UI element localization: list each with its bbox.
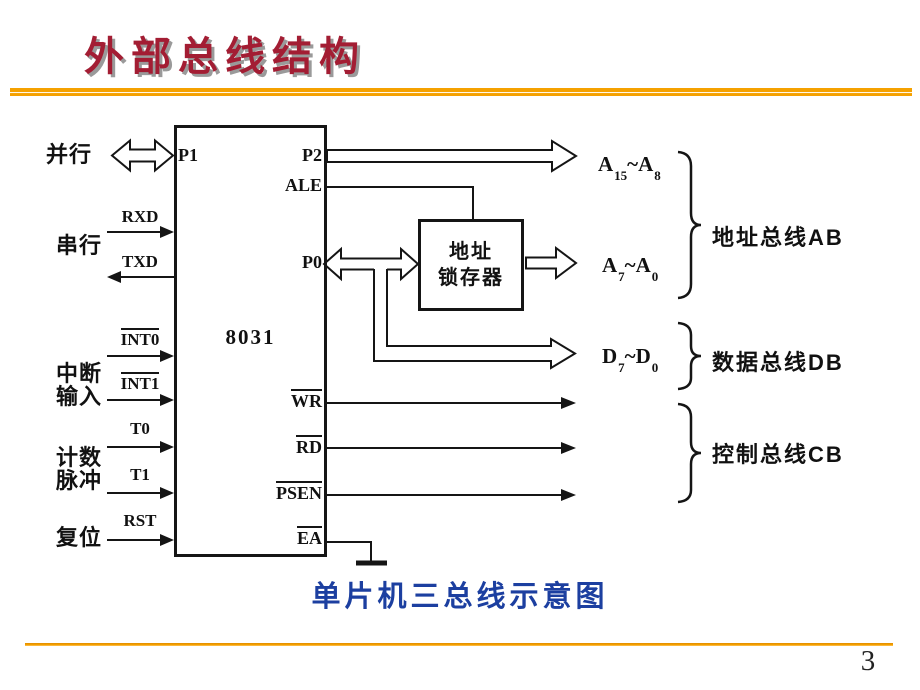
- p2-address-high-arrow: [326, 139, 578, 173]
- page-number: 3: [860, 645, 876, 677]
- figure-caption: 单片机三总线示意图: [311, 581, 609, 613]
- group-interrupt: 中断 输入: [56, 361, 103, 409]
- int0-arrowhead: [160, 350, 174, 362]
- data-bus-label: 数据总线DB: [712, 350, 844, 375]
- signal-int1: INT1: [120, 372, 160, 393]
- ea-line: [327, 541, 372, 561]
- rxd-arrowhead: [160, 226, 174, 238]
- control-bus-label: 控制总线CB: [712, 442, 844, 467]
- address-bus-label: 地址总线AB: [712, 225, 844, 250]
- signal-t1: T1: [130, 465, 150, 484]
- group-reset: 复位: [56, 525, 103, 550]
- header-divider: [10, 88, 912, 96]
- page-title: 外部总线结构: [84, 35, 366, 79]
- group-serial: 串行: [56, 233, 103, 258]
- rst-arrowhead: [160, 534, 174, 546]
- bus-a7-a0: A7~A0: [602, 253, 659, 285]
- pin-psen: PSEN: [275, 481, 322, 503]
- wr-arrowhead: [561, 397, 576, 409]
- signal-int0: INT0: [120, 328, 160, 349]
- int1-arrowhead: [160, 394, 174, 406]
- psen-arrowhead: [561, 489, 576, 501]
- chip-name: 8031: [225, 325, 276, 349]
- mcu-chip: [174, 125, 327, 557]
- pin-rd: RD: [296, 435, 322, 457]
- pin-p2: P2: [302, 145, 322, 165]
- pin-p0: P0: [302, 252, 322, 272]
- latch-label-line1: 地址: [449, 241, 493, 263]
- signal-t0: T0: [130, 419, 150, 438]
- latch-address-low-arrow: [525, 246, 578, 280]
- parallel-bus-arrow: [110, 138, 175, 173]
- latch-label-line2: 锁存器: [438, 267, 504, 289]
- pin-wr: WR: [291, 389, 322, 411]
- data-bus-arrow: [373, 269, 577, 370]
- pin-ea: EA: [296, 526, 322, 548]
- pin-p1: P1: [178, 145, 198, 165]
- bus-d7-d0: D7~D0: [602, 344, 659, 376]
- ale-line: [327, 186, 474, 219]
- address-bus-brace: [677, 150, 702, 300]
- signal-rst: RST: [123, 511, 157, 530]
- t0-arrowhead: [160, 441, 174, 453]
- control-bus-brace: [677, 402, 702, 504]
- pin-ale: ALE: [284, 175, 322, 195]
- address-latch: 地址 锁存器: [418, 219, 524, 311]
- signal-txd: TXD: [122, 252, 158, 271]
- signal-rxd: RXD: [121, 207, 159, 226]
- txd-arrowhead: [107, 271, 121, 283]
- group-counter: 计数 脉冲: [56, 445, 103, 493]
- group-parallel: 并行: [46, 142, 93, 167]
- rd-arrowhead: [561, 442, 576, 454]
- data-bus-brace: [677, 321, 702, 391]
- p0-bus-arrow: [322, 246, 420, 282]
- bus-a15-a8: A15~A8: [598, 152, 661, 184]
- t1-arrowhead: [160, 487, 174, 499]
- footer-divider: [25, 643, 893, 646]
- data-bus-branch-fill: [374, 266, 574, 366]
